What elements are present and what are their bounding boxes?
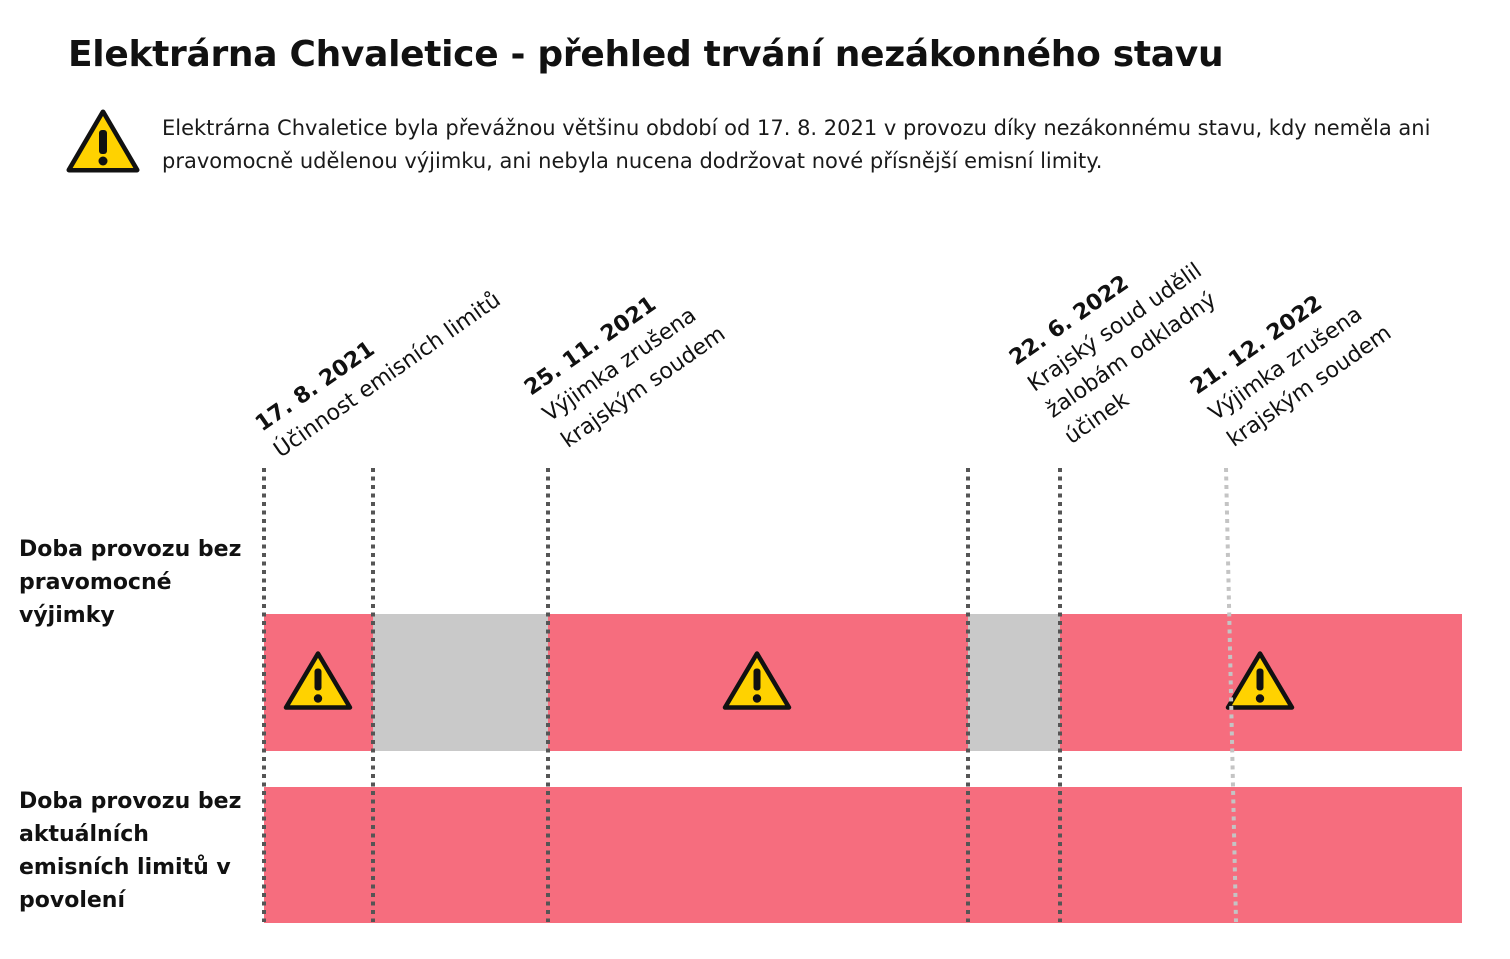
row-label-emission-limits: Doba provozu bez aktuálních emisních lim… [19, 789, 242, 913]
page-title: Elektrárna Chvaletice - přehled trvání n… [68, 34, 1224, 75]
segment-legal-row1-4 [968, 614, 1060, 751]
intro-text: Elektrárna Chvaletice byla převážnou vět… [162, 116, 1431, 173]
warning-icon [722, 651, 792, 710]
event-label-6: 21. 12. 2022Výjimka zrušenakrajským soud… [1186, 268, 1396, 453]
warning-icon [1225, 651, 1295, 710]
warning-icon [66, 109, 140, 173]
event-description-line: Účinnost emisních limitů [269, 287, 506, 464]
event-text: 17. 8. 2021Účinnost emisních limitů [251, 261, 505, 463]
event-label-5: 22. 6. 2022Krajský soud udělilžalobám od… [1005, 232, 1243, 449]
segment-legal-row1-2 [373, 614, 548, 751]
event-label-3: 25. 11. 2021Výjimka zrušenakrajským soud… [520, 269, 730, 454]
event-text: 22. 6. 2022Krajský soud udělilžalobám od… [1005, 232, 1243, 449]
segments-layer [264, 614, 1462, 923]
row-label-exemption: Doba provozu bez pravomocné výjimky [19, 537, 242, 628]
event-text: 25. 11. 2021Výjimka zrušenakrajským soud… [520, 269, 730, 453]
warning-icon [283, 651, 353, 710]
event-label-1: 17. 8. 2021Účinnost emisních limitů [251, 261, 505, 464]
segment-illegal-row2-1 [264, 787, 1462, 923]
event-text: 21. 12. 2022Výjimka zrušenakrajským soud… [1186, 268, 1396, 452]
